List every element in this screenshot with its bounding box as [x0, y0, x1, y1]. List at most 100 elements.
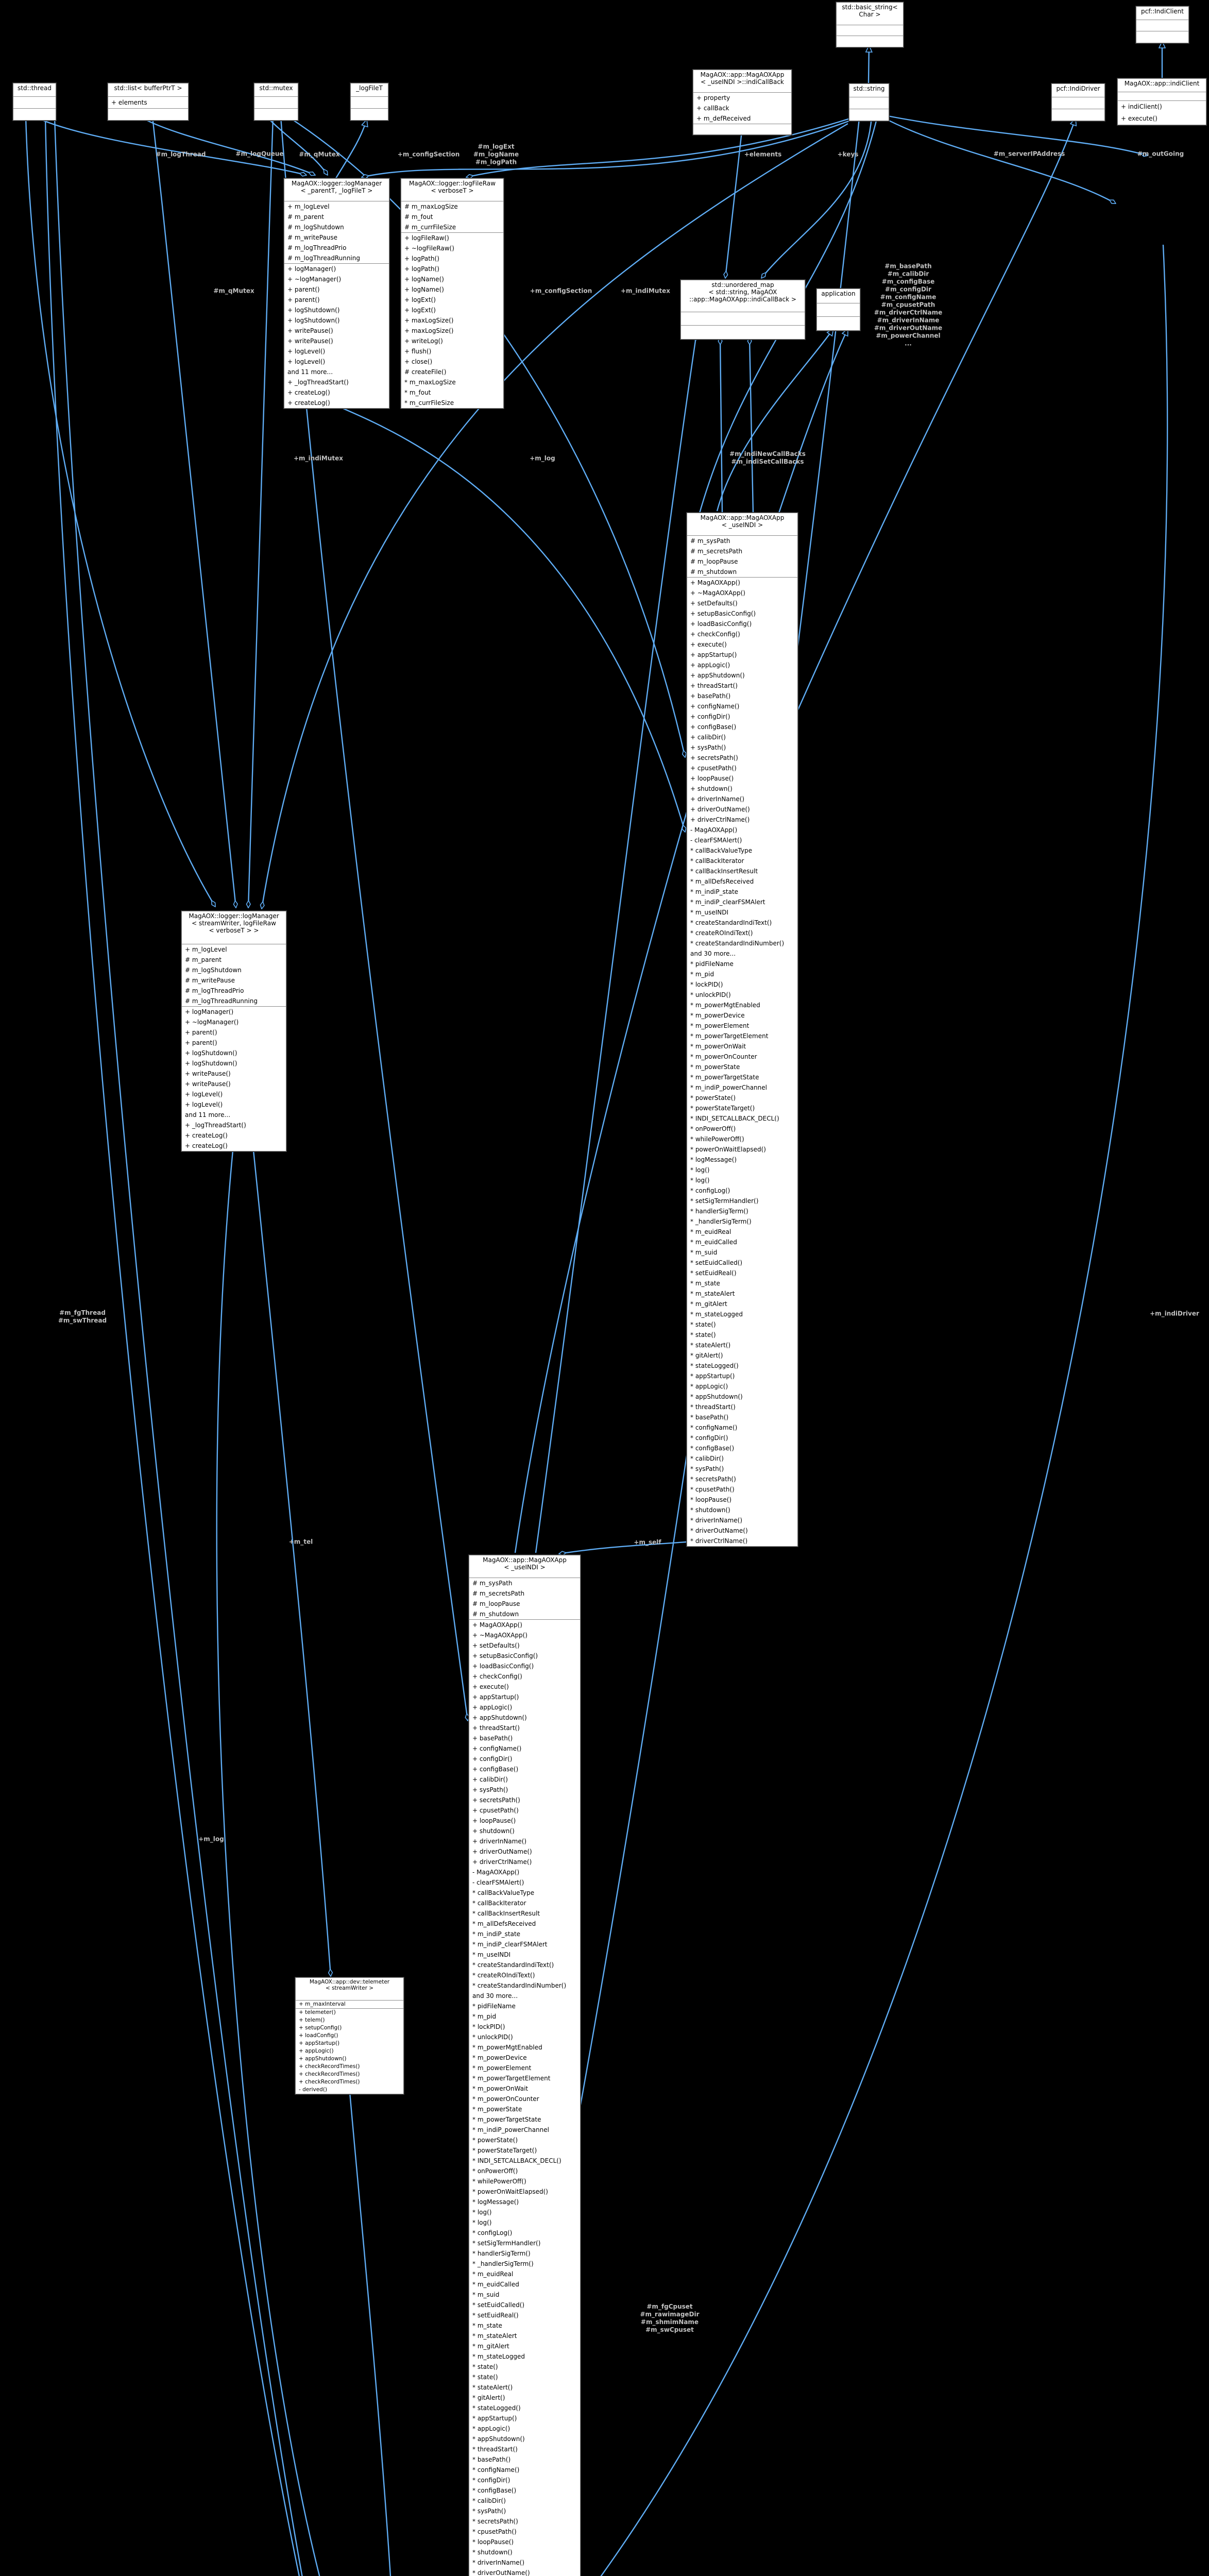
- class-box-title: std::unordered_map< std::string, MagAOX:…: [681, 280, 805, 312]
- attributes-compartment: + elements: [108, 96, 188, 108]
- member-row: * loopPause(): [472, 2538, 514, 2546]
- member-row: * m_powerMgtEnabled: [690, 1002, 760, 1009]
- class-box-title: MagAOX::logger::logManager< streamWriter…: [182, 911, 286, 944]
- member-row: * callBackValueType: [472, 1889, 535, 1896]
- class-box-logmanager-generic[interactable]: MagAOX::logger::logManager< _parentT, _l…: [284, 178, 389, 409]
- class-title-line: < _parentT, _logFileT >: [300, 187, 373, 194]
- uml-edge: [750, 337, 754, 513]
- methods-compartment: [351, 108, 388, 120]
- member-row: * secretsPath(): [690, 1476, 736, 1483]
- methods-compartment: [254, 108, 298, 120]
- member-row: + execute(): [1121, 115, 1157, 122]
- member-row: + logLevel(): [287, 348, 326, 355]
- member-row: + appStartup(): [472, 1693, 519, 1701]
- member-row: + logShutdown(): [185, 1060, 237, 1067]
- member-row: * createROIndiText(): [472, 1972, 535, 1979]
- member-row: # m_logShutdown: [185, 967, 242, 974]
- member-row: * m_indiP_powerChannel: [472, 2126, 549, 2133]
- member-row: * m_euidReal: [472, 2270, 514, 2278]
- class-box-magaoxapp-base[interactable]: MagAOX::app::MagAOXApp< _useINDI ># m_sy…: [469, 1555, 581, 2576]
- member-row: + ~logManager(): [185, 1019, 239, 1026]
- member-row: + createLog(): [185, 1132, 228, 1139]
- methods-compartment: + telemeter()+ telem()+ setupConfig()+ l…: [296, 2008, 403, 2094]
- member-row: + parent(): [185, 1029, 217, 1036]
- member-row: + configDir(): [472, 1755, 513, 1762]
- member-row: + logExt(): [404, 307, 436, 314]
- methods-compartment: [13, 108, 56, 120]
- member-row: # m_fout: [404, 213, 433, 221]
- uml-edge: [600, 244, 1168, 2576]
- member-row: * m_indiP_clearFSMAlert: [472, 1941, 548, 1948]
- uml-edge: [535, 334, 696, 1553]
- class-box-std-basic-string[interactable]: std::basic_string<Char >: [836, 2, 904, 47]
- member-row: + configName(): [690, 703, 740, 710]
- member-row: * whilePowerOff(): [690, 1136, 744, 1143]
- class-box-title: _logFileT: [351, 83, 388, 96]
- member-row: * m_gitAlert: [472, 2343, 509, 2350]
- class-box-indicallback[interactable]: MagAOX::app::MagAOXApp< _useINDI >::indi…: [693, 70, 792, 135]
- class-box-pcf-indidriver[interactable]: pcf::IndiDriver: [1051, 83, 1105, 121]
- member-row: + maxLogSize(): [404, 317, 454, 324]
- class-box-pcf-indiclient[interactable]: pcf::IndiClient: [1136, 6, 1189, 43]
- member-row: + cpusetPath(): [472, 1807, 519, 1814]
- member-row: * createStandardIndiNumber(): [472, 1982, 567, 1989]
- uml-edge: [362, 120, 849, 177]
- member-row: * m_euidCalled: [472, 2281, 519, 2288]
- uml-edge: [140, 116, 315, 175]
- member-row: * m_indiP_clearFSMAlert: [690, 899, 765, 906]
- member-row: * m_indiP_state: [472, 1930, 521, 1938]
- class-box-title: pcf::IndiClient: [1136, 7, 1188, 20]
- member-row: + logShutdown(): [287, 307, 340, 314]
- member-row: + parent(): [185, 1039, 217, 1046]
- member-row: + ~MagAOXApp(): [472, 1632, 527, 1639]
- class-box-magaoxapp-template[interactable]: MagAOX::app::MagAOXApp< _useINDI ># m_sy…: [687, 513, 798, 1547]
- member-row: - MagAOXApp(): [472, 1869, 520, 1876]
- class-title-line: pcf::IndiDriver: [1056, 85, 1100, 92]
- member-row: * m_euidCalled: [690, 1239, 737, 1246]
- member-row: + setupBasicConfig(): [690, 610, 756, 617]
- member-row: # m_secretsPath: [690, 548, 743, 555]
- member-row: * m_powerElement: [690, 1022, 750, 1029]
- class-box-std-mutex[interactable]: std::mutex: [254, 83, 298, 121]
- class-title-line: std::basic_string<: [842, 4, 898, 11]
- class-box-std-thread[interactable]: std::thread: [13, 83, 56, 121]
- class-box-telemeter[interactable]: MagAOX::app::dev::telemeter< streamWrite…: [295, 1977, 404, 2094]
- class-box-unordered-map[interactable]: std::unordered_map< std::string, MagAOX:…: [680, 280, 805, 340]
- member-row: * m_powerElement: [472, 2064, 532, 2072]
- member-row: + driverInName(): [472, 1838, 527, 1845]
- uml-edge: [725, 131, 743, 278]
- member-row: * onPowerOff(): [472, 2167, 518, 2175]
- member-row: - derived(): [299, 2087, 328, 2093]
- class-box-logmanager-streamwriter[interactable]: MagAOX::logger::logManager< streamWriter…: [181, 911, 286, 1151]
- member-row: + appLogic(): [690, 662, 730, 669]
- class-box-mag-indiclient[interactable]: MagAOX::app::indiClient+ indiClient()+ e…: [1117, 78, 1206, 125]
- member-row: + elements: [111, 99, 147, 106]
- member-row: + threadStart(): [472, 1724, 520, 1732]
- member-row: * setSigTermHandler(): [472, 2240, 541, 2247]
- member-row: * m_powerOnWait: [472, 2085, 529, 2092]
- class-box-logfileraw[interactable]: MagAOX::logger::logFileRaw< verboseT ># …: [401, 178, 504, 409]
- member-row: * cpusetPath(): [690, 1486, 735, 1493]
- class-box-logfilet[interactable]: _logFileT: [350, 83, 388, 121]
- member-row: * m_maxLogSize: [404, 379, 456, 386]
- class-box-std-string[interactable]: std::string: [849, 83, 889, 121]
- class-box-std-list-bufferptrt[interactable]: std::list< bufferPtrT >+ elements: [108, 83, 189, 121]
- uml-edge: [466, 117, 850, 177]
- attributes-compartment: [681, 312, 805, 325]
- attributes-compartment: + m_logLevel# m_parent# m_logShutdown# m…: [182, 944, 286, 1006]
- member-row: * handlerSigTerm(): [690, 1208, 748, 1215]
- member-row: + execute(): [690, 641, 727, 648]
- member-row: * onPowerOff(): [690, 1125, 736, 1132]
- class-title-line: MagAOX::app::MagAOXApp: [700, 514, 785, 521]
- member-row: * secretsPath(): [472, 2518, 518, 2525]
- member-row: * whilePowerOff(): [472, 2178, 526, 2185]
- member-row: * basePath(): [690, 1414, 729, 1421]
- member-row: * appShutdown(): [472, 2435, 525, 2443]
- class-box-application[interactable]: application: [816, 289, 860, 331]
- member-row: * m_allDefsReceived: [472, 1920, 536, 1927]
- attributes-compartment: [351, 96, 388, 108]
- member-row: * m_allDefsReceived: [690, 878, 754, 885]
- member-row: # m_logThreadRunning: [287, 255, 360, 262]
- member-row: * driverOutName(): [472, 2569, 530, 2576]
- member-row: and 30 more...: [472, 1992, 518, 1999]
